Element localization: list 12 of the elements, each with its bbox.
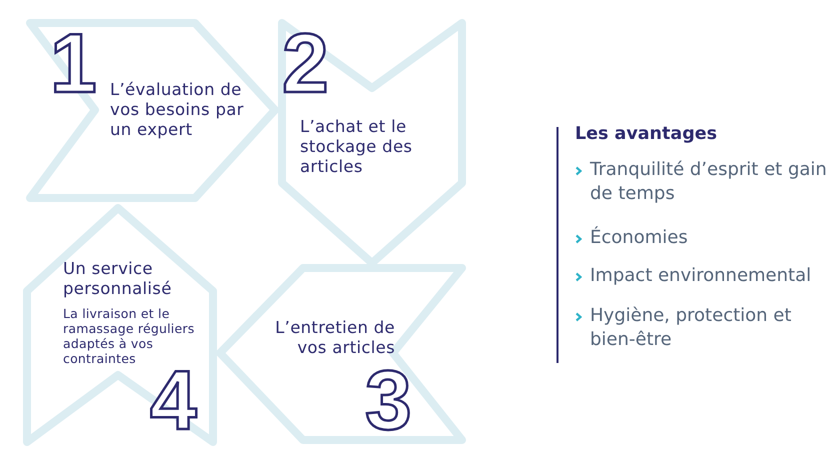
benefit-text: Tranquilité d’esprit et gain de temps bbox=[590, 158, 828, 206]
list-heading: Les avantages bbox=[575, 124, 717, 144]
step-number: 3 bbox=[365, 358, 412, 442]
benefit-text: Économies bbox=[590, 226, 689, 250]
benefit-text: Hygiène, protection et bien-être bbox=[590, 304, 792, 352]
step-number: 2 bbox=[282, 21, 329, 105]
benefit-text: Impact environnemental bbox=[590, 264, 812, 288]
step-number: 1 bbox=[50, 21, 97, 105]
step-title: Un service personnalisé bbox=[63, 259, 173, 299]
step-title: L’entretien de vos articles bbox=[274, 318, 395, 358]
step-title: L’achat et le stockage des articles bbox=[300, 117, 414, 176]
step-title: L’évaluation de vos besoins par un expert bbox=[110, 80, 245, 140]
